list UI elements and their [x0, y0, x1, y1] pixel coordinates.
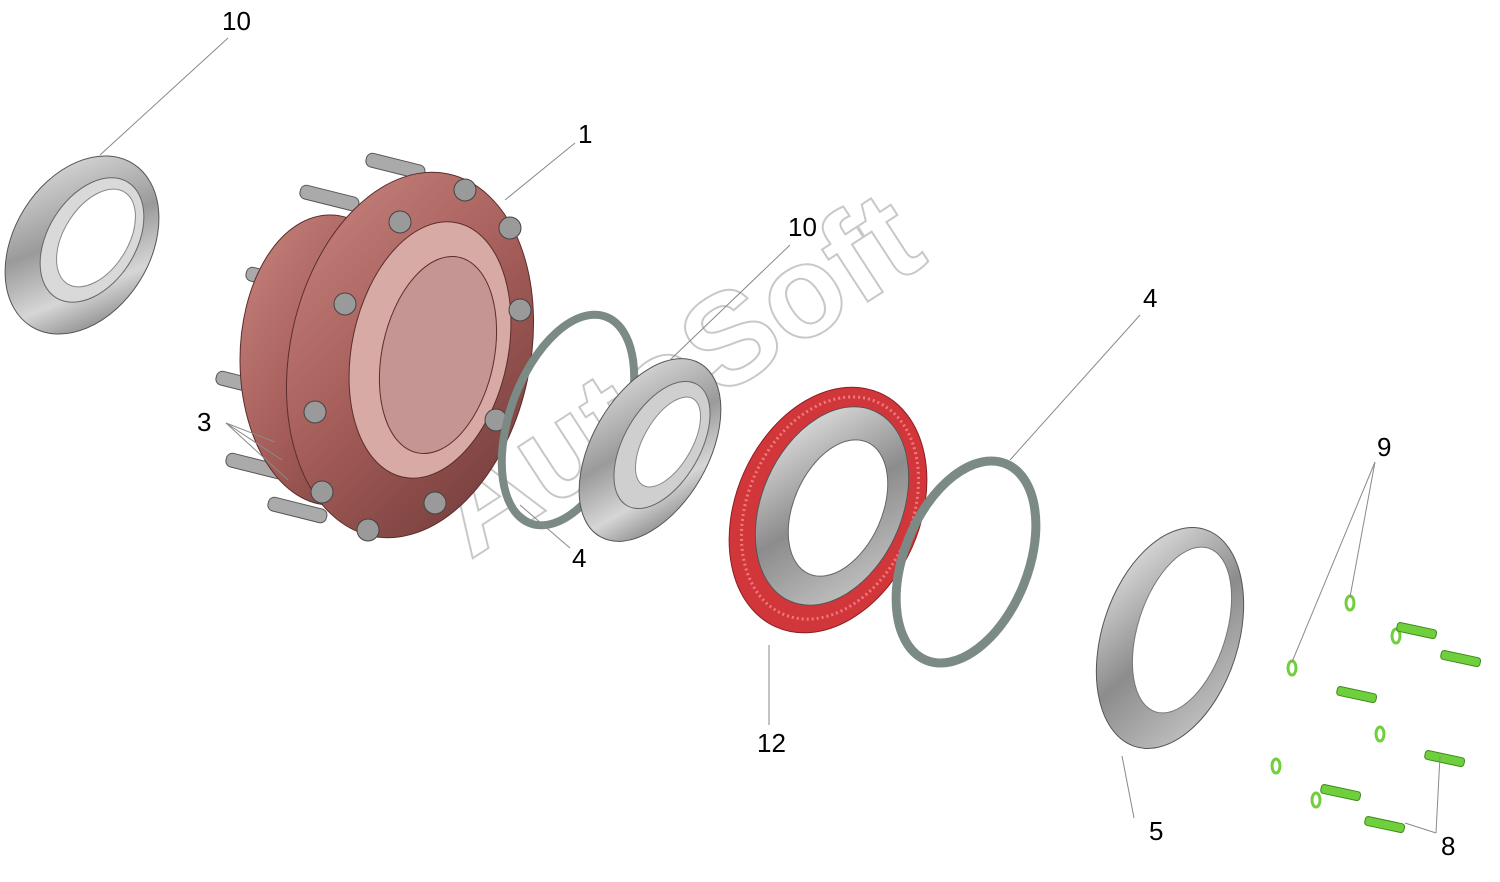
callout-4-right: 4	[1143, 283, 1157, 313]
callout-9: 9	[1377, 432, 1391, 462]
gasket-outer	[891, 456, 1041, 668]
bearing-cover	[1095, 527, 1245, 749]
washer-group	[1270, 594, 1402, 809]
leader-lines	[99, 37, 1441, 834]
callout-1: 1	[578, 119, 592, 149]
callout-8: 8	[1441, 831, 1455, 861]
callout-3: 3	[197, 407, 211, 437]
bearing-outer	[4, 155, 160, 335]
tone-ring	[728, 386, 928, 634]
callout-4-left: 4	[572, 543, 586, 573]
callout-10-middle: 10	[788, 212, 817, 242]
callout-5: 5	[1149, 816, 1163, 846]
callout-12: 12	[757, 728, 786, 758]
bolt-group	[1320, 622, 1482, 834]
wheel-hub	[215, 152, 535, 542]
bearing-inner	[578, 358, 722, 542]
callout-10-left: 10	[222, 6, 251, 36]
